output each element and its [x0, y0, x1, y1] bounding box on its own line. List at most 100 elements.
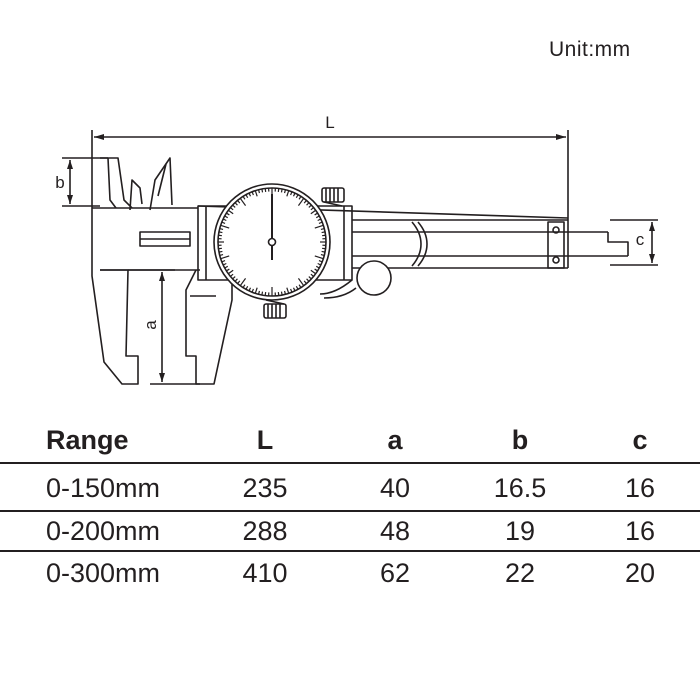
cell-range: 0-150mm — [46, 473, 161, 503]
dial-tick — [295, 285, 299, 290]
dial-tick — [286, 287, 290, 294]
dial-tick — [218, 231, 223, 234]
dial-tick — [283, 189, 287, 194]
dial-tick — [227, 269, 234, 275]
header-b: b — [511, 425, 529, 455]
dial-tick — [221, 221, 226, 224]
dial-tick — [248, 287, 252, 292]
dial-tick — [245, 194, 249, 199]
dial-tick — [234, 278, 238, 282]
dial-tick — [221, 260, 226, 263]
dial-tick — [222, 262, 227, 266]
dial-tick — [220, 255, 230, 260]
fixed-body — [91, 207, 200, 385]
dial-tick — [303, 280, 307, 284]
dial-tick — [220, 224, 230, 229]
cell-L: 288 — [242, 516, 288, 546]
dial-tick — [295, 194, 299, 199]
cell-range: 0-200mm — [46, 516, 161, 546]
dial-tick — [297, 197, 305, 206]
dial-tick — [321, 250, 326, 253]
dial-tick — [248, 192, 252, 197]
dial-tick — [219, 253, 224, 257]
dial-tick — [219, 227, 224, 231]
table-rule — [0, 462, 700, 464]
dial-tick — [242, 196, 246, 200]
dial-tick — [224, 265, 229, 269]
dial-tick — [292, 287, 296, 292]
dial-tick — [320, 227, 325, 231]
table-header-row: Range L a b c — [0, 420, 700, 460]
dial-tick — [224, 215, 229, 219]
dial-tick — [320, 253, 325, 257]
dial-tick — [254, 190, 258, 197]
dial-tick — [292, 192, 296, 197]
dial-gauge — [213, 183, 331, 301]
cell-b: 22 — [504, 558, 536, 588]
dial-tick — [257, 290, 261, 295]
cell-L: 410 — [242, 558, 288, 588]
dial-tick — [308, 204, 312, 208]
cell-c: 16 — [624, 516, 656, 546]
dimension-b: b — [55, 157, 108, 207]
dial-tick — [230, 273, 234, 277]
dim-label-a: a — [141, 320, 160, 330]
dial-tick — [254, 287, 258, 294]
inside-jaws — [100, 157, 173, 211]
top-knob — [321, 187, 345, 207]
dial-tick — [237, 280, 241, 284]
dial-tick — [308, 276, 312, 280]
dial-tick — [234, 202, 238, 206]
dial-tick — [242, 284, 246, 288]
table-row: 0-300mm 410 62 22 20 — [0, 553, 700, 593]
bottom-knob — [263, 299, 287, 319]
dial-tick — [245, 285, 249, 290]
dial-tick — [298, 284, 302, 288]
dial-tick — [227, 209, 234, 215]
dial-tick — [257, 189, 261, 194]
dial-tick — [306, 202, 310, 206]
cell-b: 19 — [504, 516, 536, 546]
dial-tick — [314, 268, 318, 272]
cell-c: 20 — [624, 558, 656, 588]
dial-tick — [226, 212, 230, 216]
table-rule — [0, 510, 700, 512]
dimension-a: a — [128, 269, 200, 385]
dial-tick — [310, 273, 314, 277]
dial-tick — [232, 204, 236, 208]
cell-a: 62 — [379, 558, 411, 588]
dial-tick — [251, 288, 254, 293]
header-a: a — [387, 425, 403, 455]
dial-tick — [315, 265, 320, 269]
depth-rod — [568, 231, 629, 257]
cell-b: 16.5 — [493, 473, 547, 503]
unit-label: Unit:mm — [549, 38, 631, 61]
main-beam — [197, 205, 569, 269]
dial-tick — [317, 218, 322, 222]
dial-tick — [226, 268, 230, 272]
cell-range: 0-300mm — [46, 558, 161, 588]
dimension-L: L — [91, 113, 569, 218]
dial-tick — [290, 191, 293, 196]
dial-tick — [310, 209, 317, 215]
thumb-roller — [319, 260, 392, 299]
dial-tick — [261, 291, 264, 296]
dial-tick — [280, 188, 283, 193]
cell-a: 48 — [379, 516, 411, 546]
dial-tick — [280, 291, 283, 296]
dial-tick — [314, 255, 324, 260]
dial-tick — [318, 260, 323, 263]
dial-tick — [321, 231, 326, 234]
dial-tick — [306, 278, 310, 282]
dial-tick — [290, 288, 293, 293]
dial-tick — [218, 250, 223, 253]
dial-tick — [298, 196, 302, 200]
dial-tick — [237, 200, 241, 204]
dial-tick — [297, 278, 305, 287]
dial-tick — [310, 269, 317, 275]
dial-tick — [251, 191, 254, 196]
dial-tick — [310, 207, 314, 211]
cell-a: 40 — [379, 473, 411, 503]
dial-tick — [315, 215, 320, 219]
sliding-jaw — [185, 269, 233, 385]
